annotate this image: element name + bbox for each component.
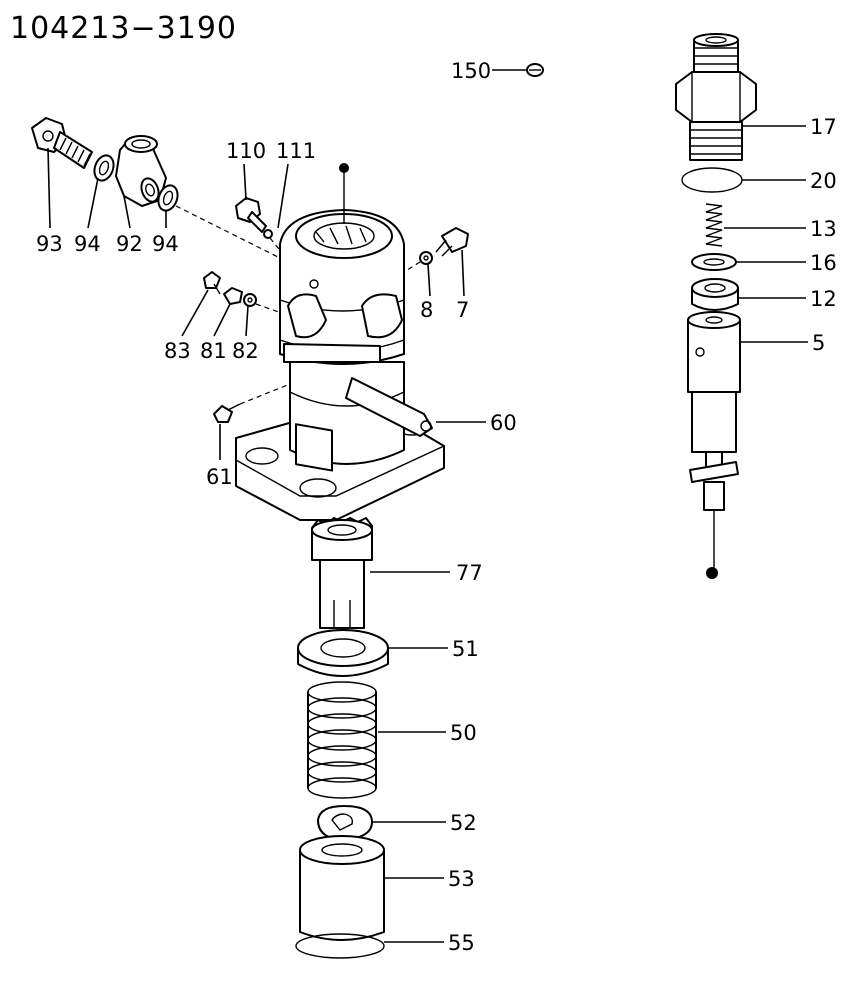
callout-94-left: 94 [74, 232, 101, 256]
callout-150: 150 [451, 59, 491, 83]
control-sleeve-77 [311, 517, 450, 629]
spring-seat-52 [317, 805, 446, 841]
callout-61: 61 [206, 465, 233, 489]
callout-16: 16 [810, 251, 837, 275]
part-150-nut [492, 63, 544, 77]
callout-5: 5 [812, 331, 825, 355]
callout-93: 93 [36, 232, 63, 256]
callout-12: 12 [810, 287, 837, 311]
snap-ring-55 [295, 933, 444, 959]
callout-8: 8 [420, 298, 433, 322]
callout-82: 82 [232, 339, 259, 363]
callout-53: 53 [448, 867, 475, 891]
spring-13 [705, 203, 806, 247]
callout-55: 55 [448, 931, 475, 955]
small-parts-81-82-83 [181, 271, 291, 337]
callout-94-right: 94 [152, 232, 179, 256]
callout-60: 60 [490, 411, 517, 435]
o-ring-20 [681, 167, 806, 193]
tappet-53 [299, 835, 444, 941]
pump-housing [235, 163, 486, 521]
callout-20: 20 [810, 169, 837, 193]
bleeder-screw-110-111 [235, 163, 307, 283]
screw-7-washer-8 [403, 227, 469, 297]
callout-81: 81 [200, 339, 227, 363]
callout-110: 110 [226, 139, 266, 163]
plunger-spring-50 [307, 681, 446, 799]
callout-111: 111 [276, 139, 316, 163]
callout-50: 50 [450, 721, 477, 745]
screw-61 [213, 383, 291, 460]
spring-seat-51 [297, 629, 448, 677]
diagram-title: 104213−3190 [10, 11, 237, 46]
callout-77: 77 [456, 561, 483, 585]
gasket-16 [691, 253, 806, 271]
delivery-valve-holder-17 [675, 33, 806, 161]
banjo-bolt-assembly [31, 117, 281, 259]
callout-83: 83 [164, 339, 191, 363]
callout-13: 13 [810, 217, 837, 241]
callout-7: 7 [456, 298, 469, 322]
plunger-barrel-5 [687, 311, 808, 579]
callout-17: 17 [810, 115, 837, 139]
callout-92: 92 [116, 232, 143, 256]
valve-12 [691, 278, 806, 311]
callout-52: 52 [450, 811, 477, 835]
callout-51: 51 [452, 637, 479, 661]
